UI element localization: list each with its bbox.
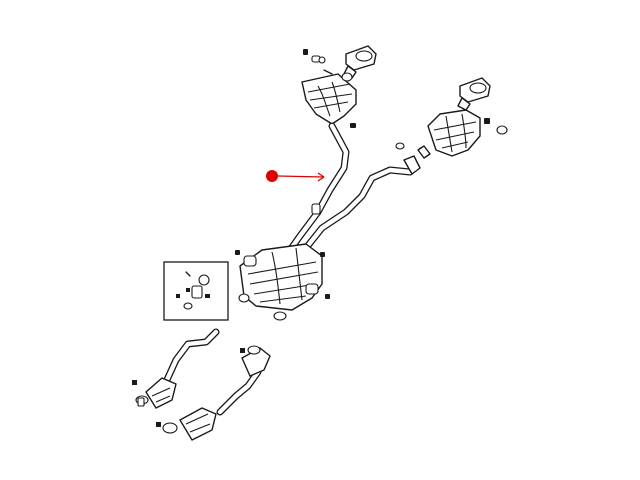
- left-hanger-hardware[interactable]: [303, 49, 356, 128]
- left-catalytic-converter[interactable]: [132, 328, 220, 409]
- callout-pointer[interactable]: [266, 170, 325, 182]
- right-rear-muffler[interactable]: [427, 109, 481, 157]
- pipe-clamp-mid[interactable]: [311, 203, 321, 215]
- right-catalytic-converter[interactable]: [156, 345, 271, 441]
- right-intermediate-pipe[interactable]: [302, 166, 414, 252]
- hardware-detail-inset[interactable]: [163, 261, 229, 321]
- left-intermediate-pipe[interactable]: [286, 122, 350, 254]
- resonator-muffler[interactable]: [239, 243, 323, 311]
- right-exhaust-tip[interactable]: [457, 77, 491, 111]
- right-pipe-flange[interactable]: [395, 142, 431, 175]
- resonator-hardware[interactable]: [235, 250, 330, 321]
- left-exhaust-tip[interactable]: [343, 45, 377, 79]
- left-rear-muffler[interactable]: [301, 73, 357, 125]
